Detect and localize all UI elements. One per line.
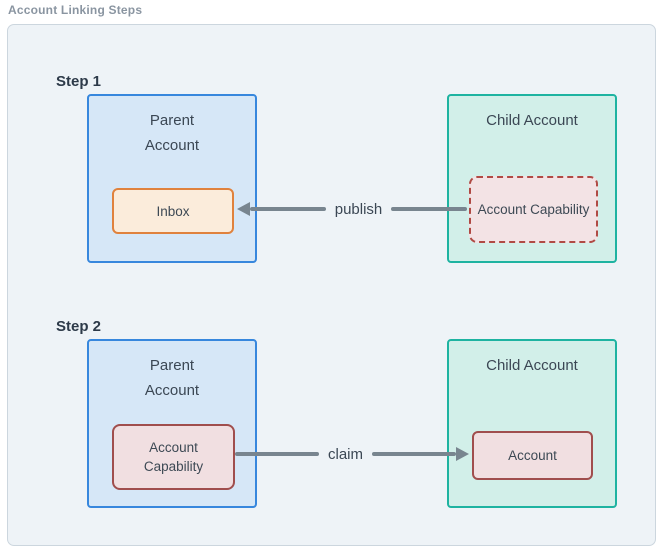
step1-child-account-node: Child Account Account Capability: [447, 94, 617, 263]
step2-account-node: Account: [472, 431, 593, 480]
step-2-label: Step 2: [56, 318, 102, 335]
figure-title: Account Linking Steps: [8, 3, 143, 17]
claim-arrow-label: claim: [328, 445, 364, 463]
step-1-label: Step 1: [56, 73, 102, 90]
claim-arrow: claim: [235, 442, 470, 466]
step2-parent-account-node: Parent Account Account Capability: [87, 339, 257, 508]
step2-child-account-node: Child Account Account: [447, 339, 617, 508]
step1-account-capability-label: Account Capability: [477, 202, 590, 217]
step2-child-account-title: Child Account: [486, 357, 578, 374]
publish-arrow: publish: [237, 197, 468, 221]
diagram-panel: Step 1 Parent Account Inbox Child Accoun…: [7, 24, 656, 546]
publish-arrow-label: publish: [334, 200, 383, 218]
step2-parent-account-title: Parent Account: [144, 357, 200, 399]
arrowhead-left-icon: [237, 202, 250, 216]
step2-account-capability-label: Account Capability: [143, 440, 204, 474]
arrowhead-right-icon: [456, 447, 470, 461]
step1-child-account-title: Child Account: [486, 112, 578, 129]
step2-account-capability-node: Account Capability: [112, 424, 235, 490]
step1-inbox-label: Inbox: [156, 203, 190, 219]
step2-account-label: Account: [508, 448, 557, 463]
step1-parent-account-node: Parent Account Inbox: [87, 94, 257, 263]
step1-inbox-node: Inbox: [112, 188, 234, 234]
step1-parent-account-title: Parent Account: [144, 112, 200, 154]
step1-account-capability-node: Account Capability: [469, 176, 598, 243]
